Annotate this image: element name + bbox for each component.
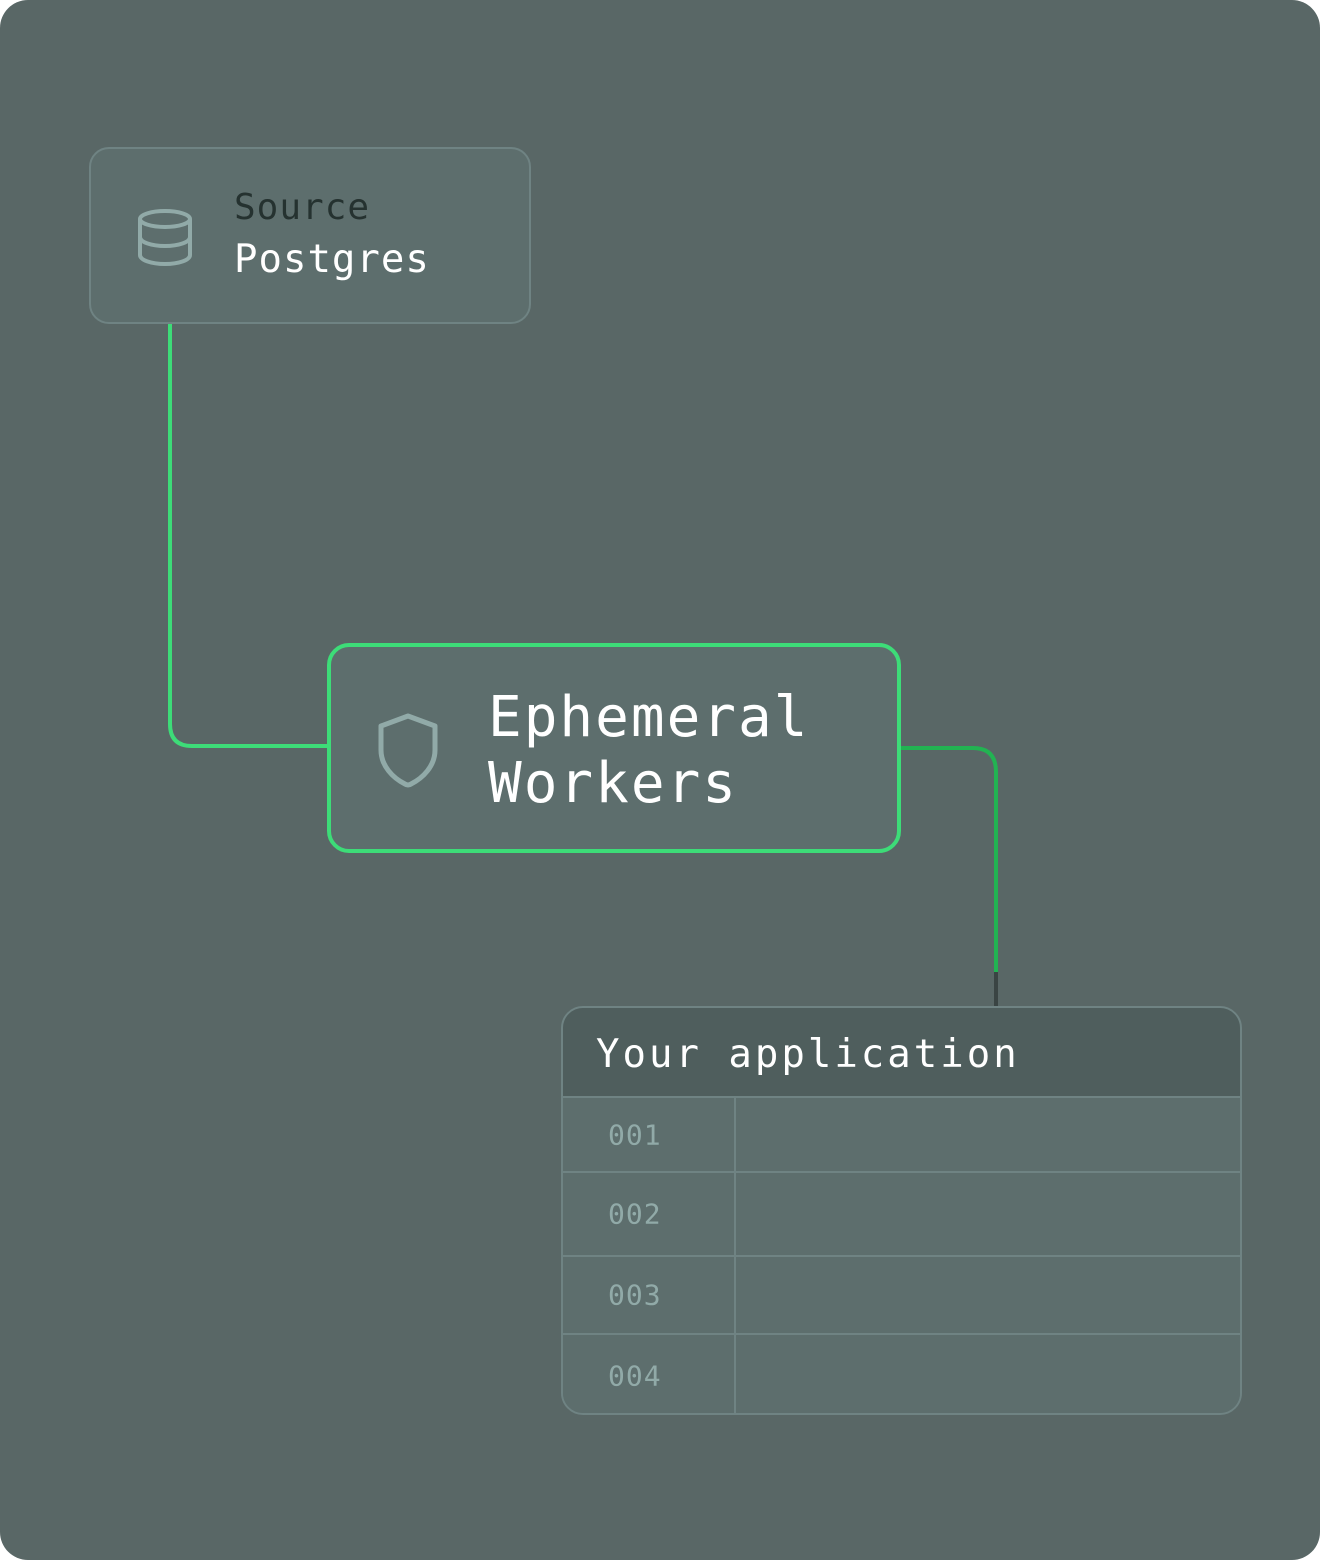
- shield-icon: [378, 713, 438, 788]
- source-kicker: Source: [234, 187, 371, 228]
- source-name: Postgres: [234, 237, 430, 282]
- row-id: 003: [608, 1278, 662, 1312]
- database-icon: [138, 209, 192, 267]
- row-value-cell: [736, 1257, 1240, 1333]
- table-row[interactable]: 004: [563, 1335, 1240, 1413]
- row-value-cell: [736, 1173, 1240, 1255]
- table-row[interactable]: 003: [563, 1257, 1240, 1335]
- table-row[interactable]: 002: [563, 1173, 1240, 1257]
- row-id-cell: 004: [563, 1335, 736, 1413]
- row-id-cell: 002: [563, 1173, 736, 1255]
- row-id-cell: 003: [563, 1257, 736, 1333]
- workers-title-line2: Workers: [488, 751, 739, 816]
- workers-title-line1: Ephemeral: [488, 685, 810, 750]
- row-id: 001: [608, 1118, 662, 1151]
- application-title: Your application: [596, 1032, 1020, 1077]
- row-value-cell: [736, 1098, 1240, 1171]
- application-node[interactable]: Your application 001 002 003 004: [561, 1006, 1242, 1415]
- source-to-workers-connector: [168, 323, 329, 748]
- workers-node[interactable]: Ephemeral Workers: [327, 643, 901, 853]
- row-id: 004: [608, 1359, 662, 1393]
- workers-to-app-connector: [901, 746, 998, 972]
- row-value-cell: [736, 1335, 1240, 1413]
- row-id: 002: [608, 1197, 662, 1231]
- table-row[interactable]: 001: [563, 1098, 1240, 1173]
- row-id-cell: 001: [563, 1098, 736, 1171]
- source-node[interactable]: Source Postgres: [89, 147, 531, 324]
- workers-title: Ephemeral Workers: [488, 685, 809, 817]
- application-header: Your application: [563, 1008, 1240, 1098]
